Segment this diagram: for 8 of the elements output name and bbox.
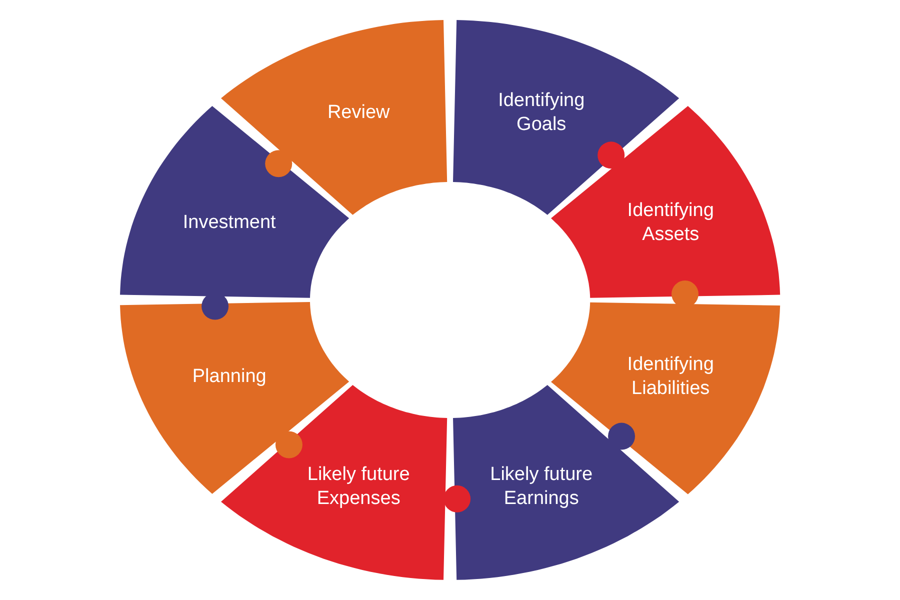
piece-label: Planning (191, 365, 268, 390)
piece-label: Identifying Liabilities (626, 353, 715, 402)
piece-label: Review (326, 101, 391, 126)
piece-label: Likely future Expenses (306, 462, 411, 511)
piece-label: Likely future Earnings (489, 462, 594, 511)
piece-label: Identifying Assets (626, 198, 715, 247)
piece-label: Investment (182, 210, 277, 235)
piece-label: Identifying Goals (497, 89, 586, 138)
